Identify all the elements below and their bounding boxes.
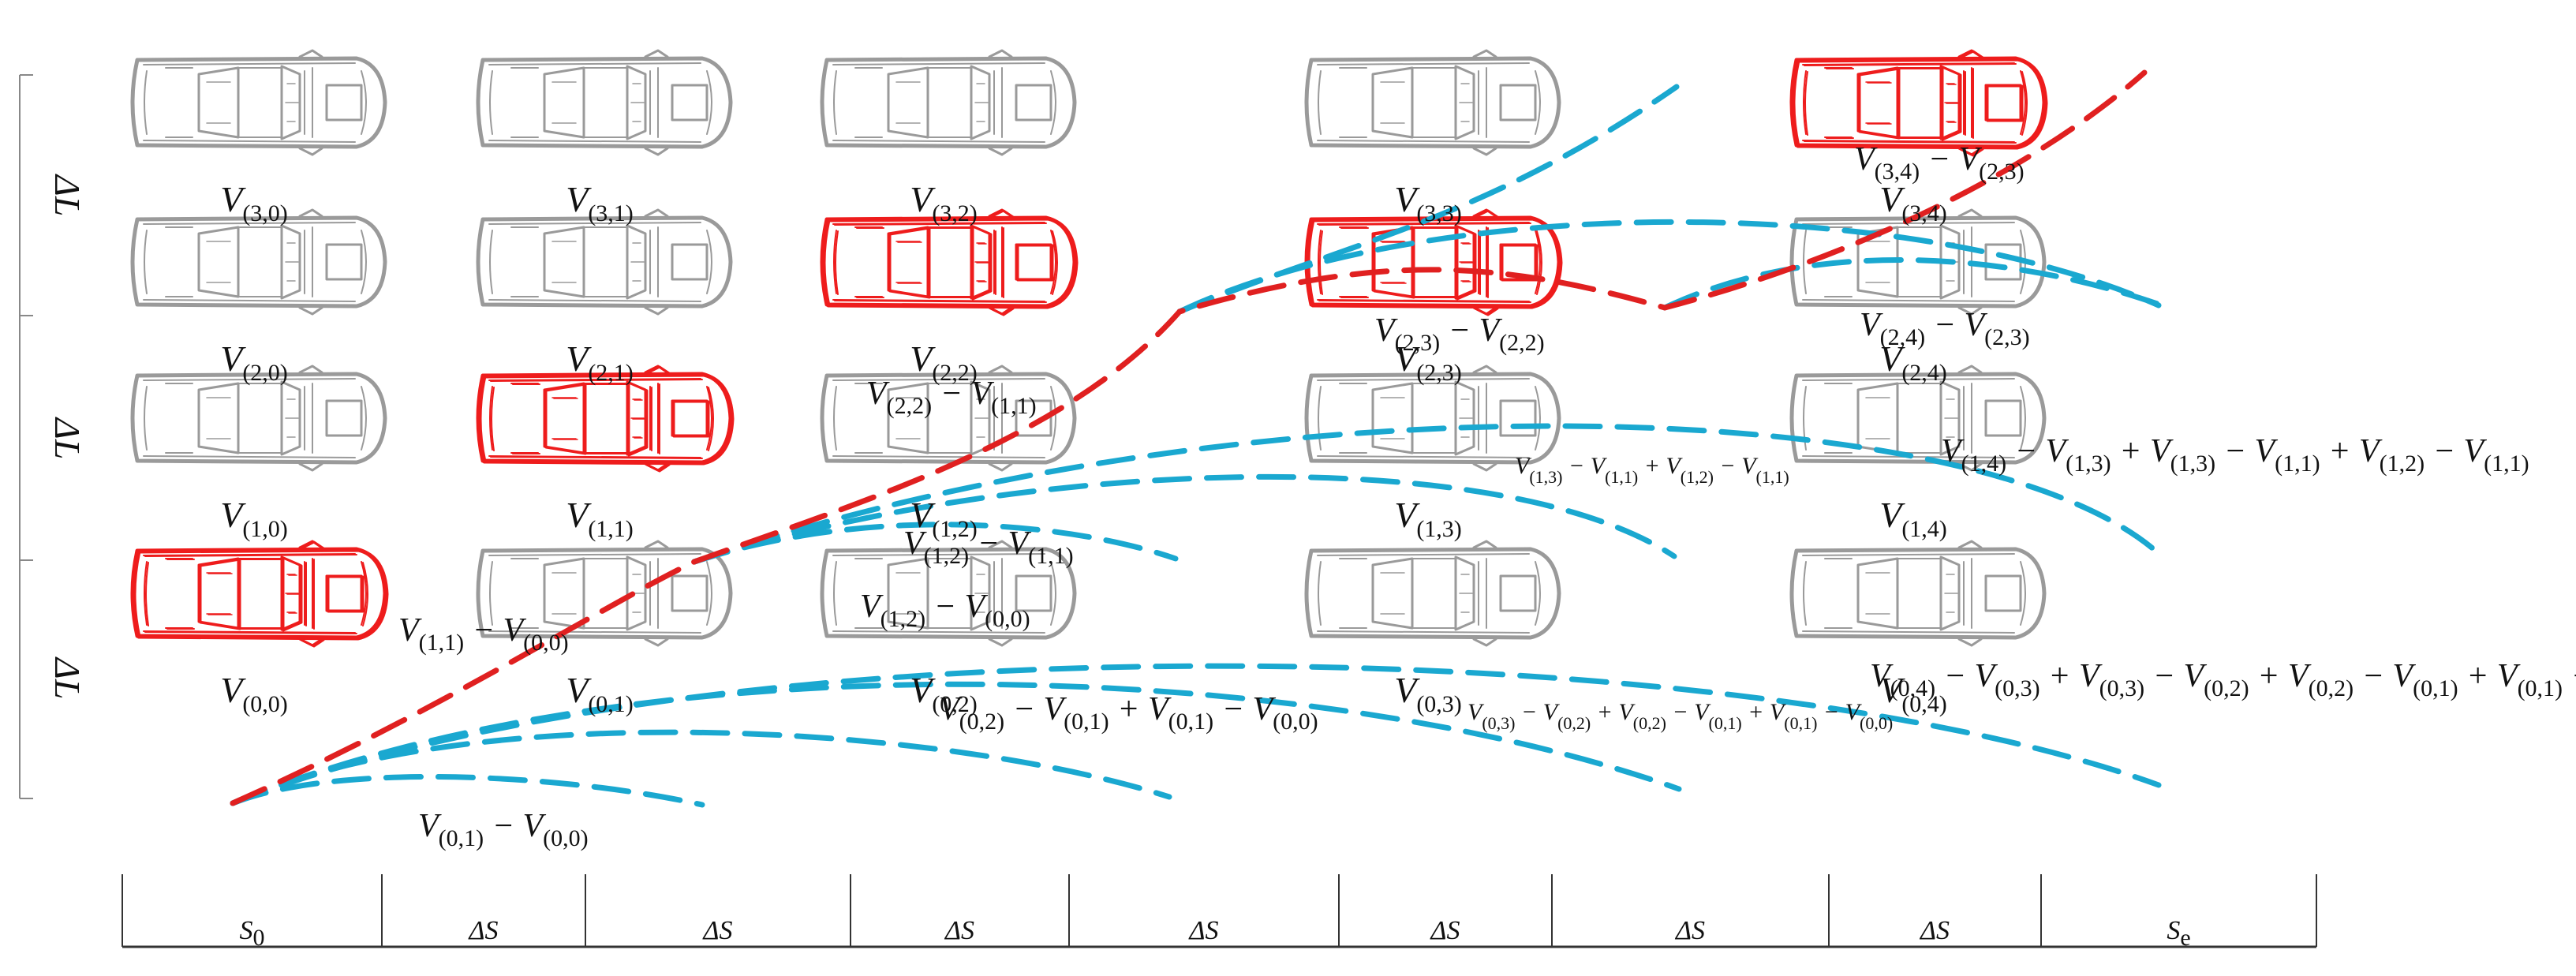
- node-label-v-0-0: V(0,0): [220, 670, 288, 717]
- delta-l-label: ΔL: [47, 656, 88, 700]
- candidate-path: [691, 423, 2159, 565]
- cost-annotation-a14: V(1,4) − V(1,3) + V(1,3) − V(1,1) + V(1,…: [1941, 433, 2529, 477]
- vehicle-v-0-0-icon: [133, 541, 385, 645]
- node-label-v-0-2: V(0,2): [910, 670, 978, 717]
- delta-l-label: ΔL: [47, 174, 88, 217]
- vehicle-v-0-3-icon: [1307, 541, 1559, 645]
- cost-annotation-a12a: V(1,2) − V(1,1): [903, 525, 1074, 569]
- node-label-v-0-4: V(0,4): [1879, 670, 1947, 717]
- vehicle-outline-icon: [1793, 51, 2046, 155]
- cost-annotation-a03: V(0,3) − V(0,2) + V(0,2) − V(0,1) + V(0,…: [1467, 699, 1893, 733]
- candidate-path: [230, 729, 1172, 806]
- node-label-v-2-2: V(2,2): [910, 338, 978, 386]
- station-label: ΔS: [1430, 916, 1460, 945]
- delta-l-label: ΔL: [47, 417, 88, 460]
- cost-annotation-a11: V(1,1) − V(0,0): [398, 612, 569, 656]
- candidate-path: [691, 473, 1677, 565]
- node-label-v-3-2: V(3,2): [910, 179, 978, 226]
- cost-annotation-a34: V(3,4) − V(2,3): [1854, 141, 2025, 185]
- candidate-path: [1176, 219, 2162, 315]
- vehicle-v-3-0-icon: [133, 50, 385, 155]
- vehicle-v-3-3-icon: [1307, 50, 1559, 155]
- node-label-v-1-2: V(1,2): [910, 495, 978, 542]
- cost-annotation-a22: V(2,2) − V(1,1): [866, 376, 1037, 419]
- node-label-v-2-0: V(2,0): [220, 338, 288, 386]
- node-label-v-3-4: V(3,4): [1879, 179, 1947, 226]
- vehicle-v-3-1-icon: [478, 50, 731, 155]
- station-label: S0: [240, 916, 265, 951]
- node-label-v-3-1: V(3,1): [566, 179, 634, 226]
- node-label-v-0-1: V(0,1): [566, 670, 634, 717]
- cost-annotation-a24: V(2,4) − V(2,3): [1860, 307, 2030, 350]
- node-label-v-1-0: V(1,0): [220, 495, 288, 542]
- vehicle-outline-icon: [134, 542, 387, 646]
- node-label-v-3-3: V(3,3): [1394, 179, 1462, 226]
- cost-annotation-a04: V(0,4) − V(0,3) + V(0,3) − V(0,2) + V(0,…: [1870, 658, 2576, 701]
- node-label-v-2-4: V(2,4): [1879, 338, 1947, 386]
- candidate-path: [1662, 256, 2165, 311]
- node-label-v-2-3: V(2,3): [1394, 338, 1462, 386]
- station-label: ΔS: [468, 916, 499, 945]
- candidate-path: [230, 774, 705, 808]
- vehicle-v-3-4-icon: [1792, 50, 2044, 155]
- candidate-path: [1176, 84, 1680, 315]
- vertical-axis-bracket: [19, 74, 33, 799]
- station-label: ΔS: [1674, 916, 1705, 945]
- node-label-v-1-1: V(1,1): [566, 495, 634, 542]
- cost-annotation-a01: V(0,1) − V(0,0): [418, 808, 589, 851]
- optimal-path: [230, 69, 2148, 806]
- vehicle-v-3-2-icon: [822, 50, 1075, 155]
- cost-annotation-a12b: V(1,2) − V(0,0): [860, 589, 1030, 632]
- cost-annotation-a02: V(0,2) − V(0,1) + V(0,1) − V(0,0): [939, 691, 1318, 735]
- node-label-v-2-1: V(2,1): [566, 338, 634, 386]
- node-label-v-1-4: V(1,4): [1879, 495, 1947, 542]
- station-label: Se: [2167, 916, 2190, 951]
- station-label: ΔS: [1919, 916, 1950, 945]
- node-label-v-1-3: V(1,3): [1394, 495, 1462, 542]
- node-label-v-3-0: V(3,0): [220, 179, 288, 226]
- station-label: ΔS: [702, 916, 733, 945]
- cost-annotation-a23: V(2,3) − V(2,2): [1374, 312, 1545, 356]
- node-label-v-0-3: V(0,3): [1394, 670, 1462, 717]
- candidate-path: [230, 663, 2162, 806]
- station-label: ΔS: [944, 916, 974, 945]
- vehicle-v-0-4-icon: [1792, 541, 2044, 645]
- station-label: ΔS: [1188, 916, 1219, 945]
- cost-annotation-a13: V(1,3) − V(1,1) + V(1,2) − V(1,1): [1515, 453, 1789, 487]
